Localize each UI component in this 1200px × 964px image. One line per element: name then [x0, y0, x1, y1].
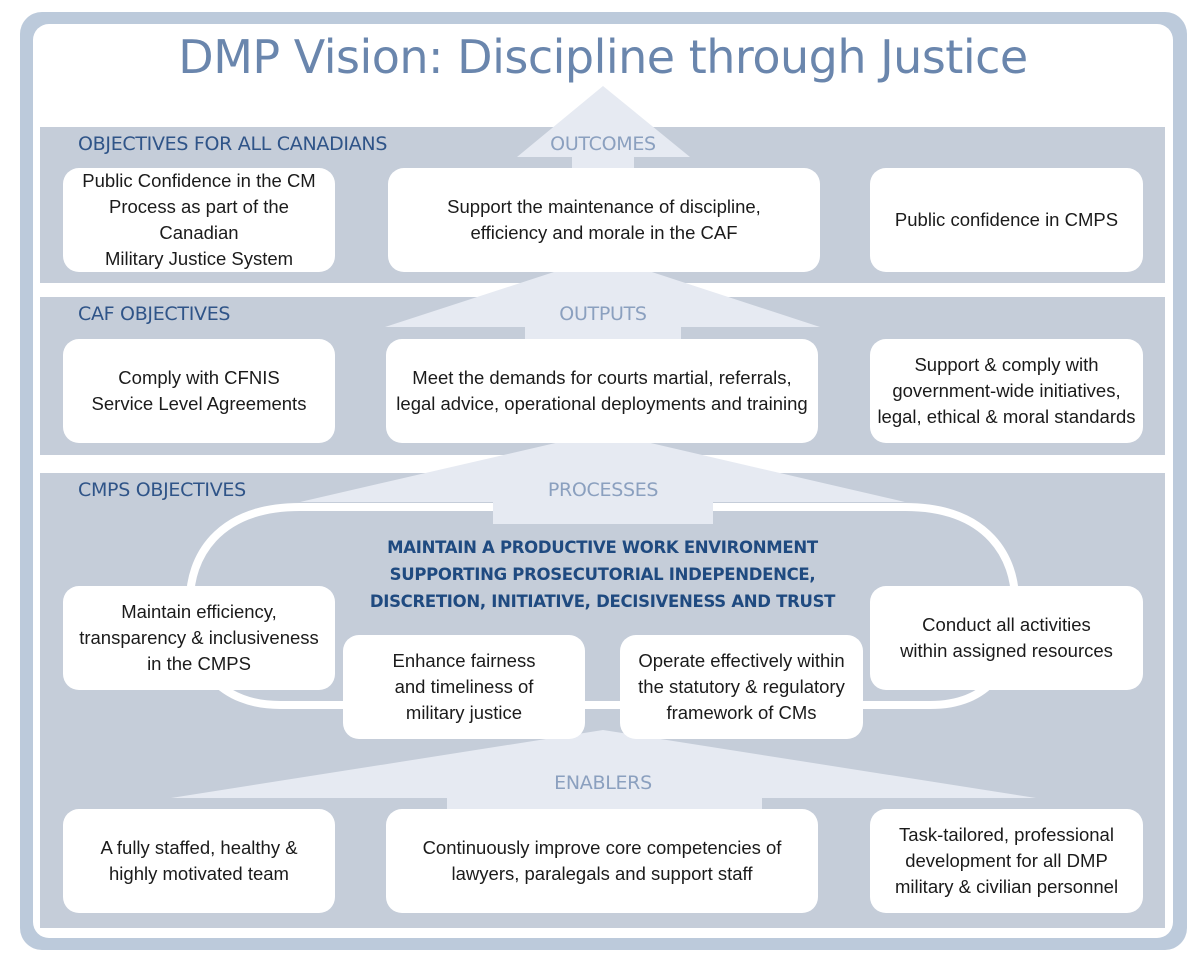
objective-box: Meet the demands for courts martial, ref… — [386, 339, 818, 443]
center-message: MAINTAIN A PRODUCTIVE WORK ENVIRONMENT S… — [369, 538, 836, 611]
band-label-objectives-canadians: OBJECTIVES FOR ALL CANADIANS — [78, 133, 388, 155]
arrow-label-outcomes: OUTCOMES — [550, 133, 656, 155]
objective-box: Support the maintenance of discipline, e… — [388, 168, 820, 272]
band-label-caf-objectives: CAF OBJECTIVES — [78, 303, 231, 325]
arrow-label-enablers: ENABLERS — [554, 772, 652, 794]
objective-box: Public Confidence in the CM Process as p… — [63, 168, 335, 272]
objective-box: Comply with CFNIS Service Level Agreemen… — [63, 339, 335, 443]
process-box: Maintain efficiency, transparency & incl… — [63, 586, 335, 690]
arrow-processes — [300, 432, 905, 524]
enabler-box: Continuously improve core competencies o… — [386, 809, 818, 913]
arrow-outcomes — [517, 86, 690, 178]
process-box: Operate effectively within the statutory… — [620, 635, 863, 739]
enabler-box: Task-tailored, professional development … — [870, 809, 1143, 913]
process-cycle-track — [186, 503, 1019, 709]
objective-box: Support & comply with government-wide in… — [870, 339, 1143, 443]
arrow-label-processes: PROCESSES — [547, 479, 659, 501]
arrow-outputs — [385, 256, 820, 345]
diagram-title: DMP Vision: Discipline through Justice — [178, 30, 1028, 84]
band-label-cmps-objectives: CMPS OBJECTIVES — [78, 479, 246, 501]
enabler-box: A fully staffed, healthy & highly motiva… — [63, 809, 335, 913]
process-box: Conduct all activities within assigned r… — [870, 586, 1143, 690]
arrow-enablers — [171, 730, 1036, 817]
arrow-label-outputs: OUTPUTS — [559, 303, 647, 325]
process-box: Enhance fairness and timeliness of milit… — [343, 635, 585, 739]
objective-box: Public confidence in CMPS — [870, 168, 1143, 272]
